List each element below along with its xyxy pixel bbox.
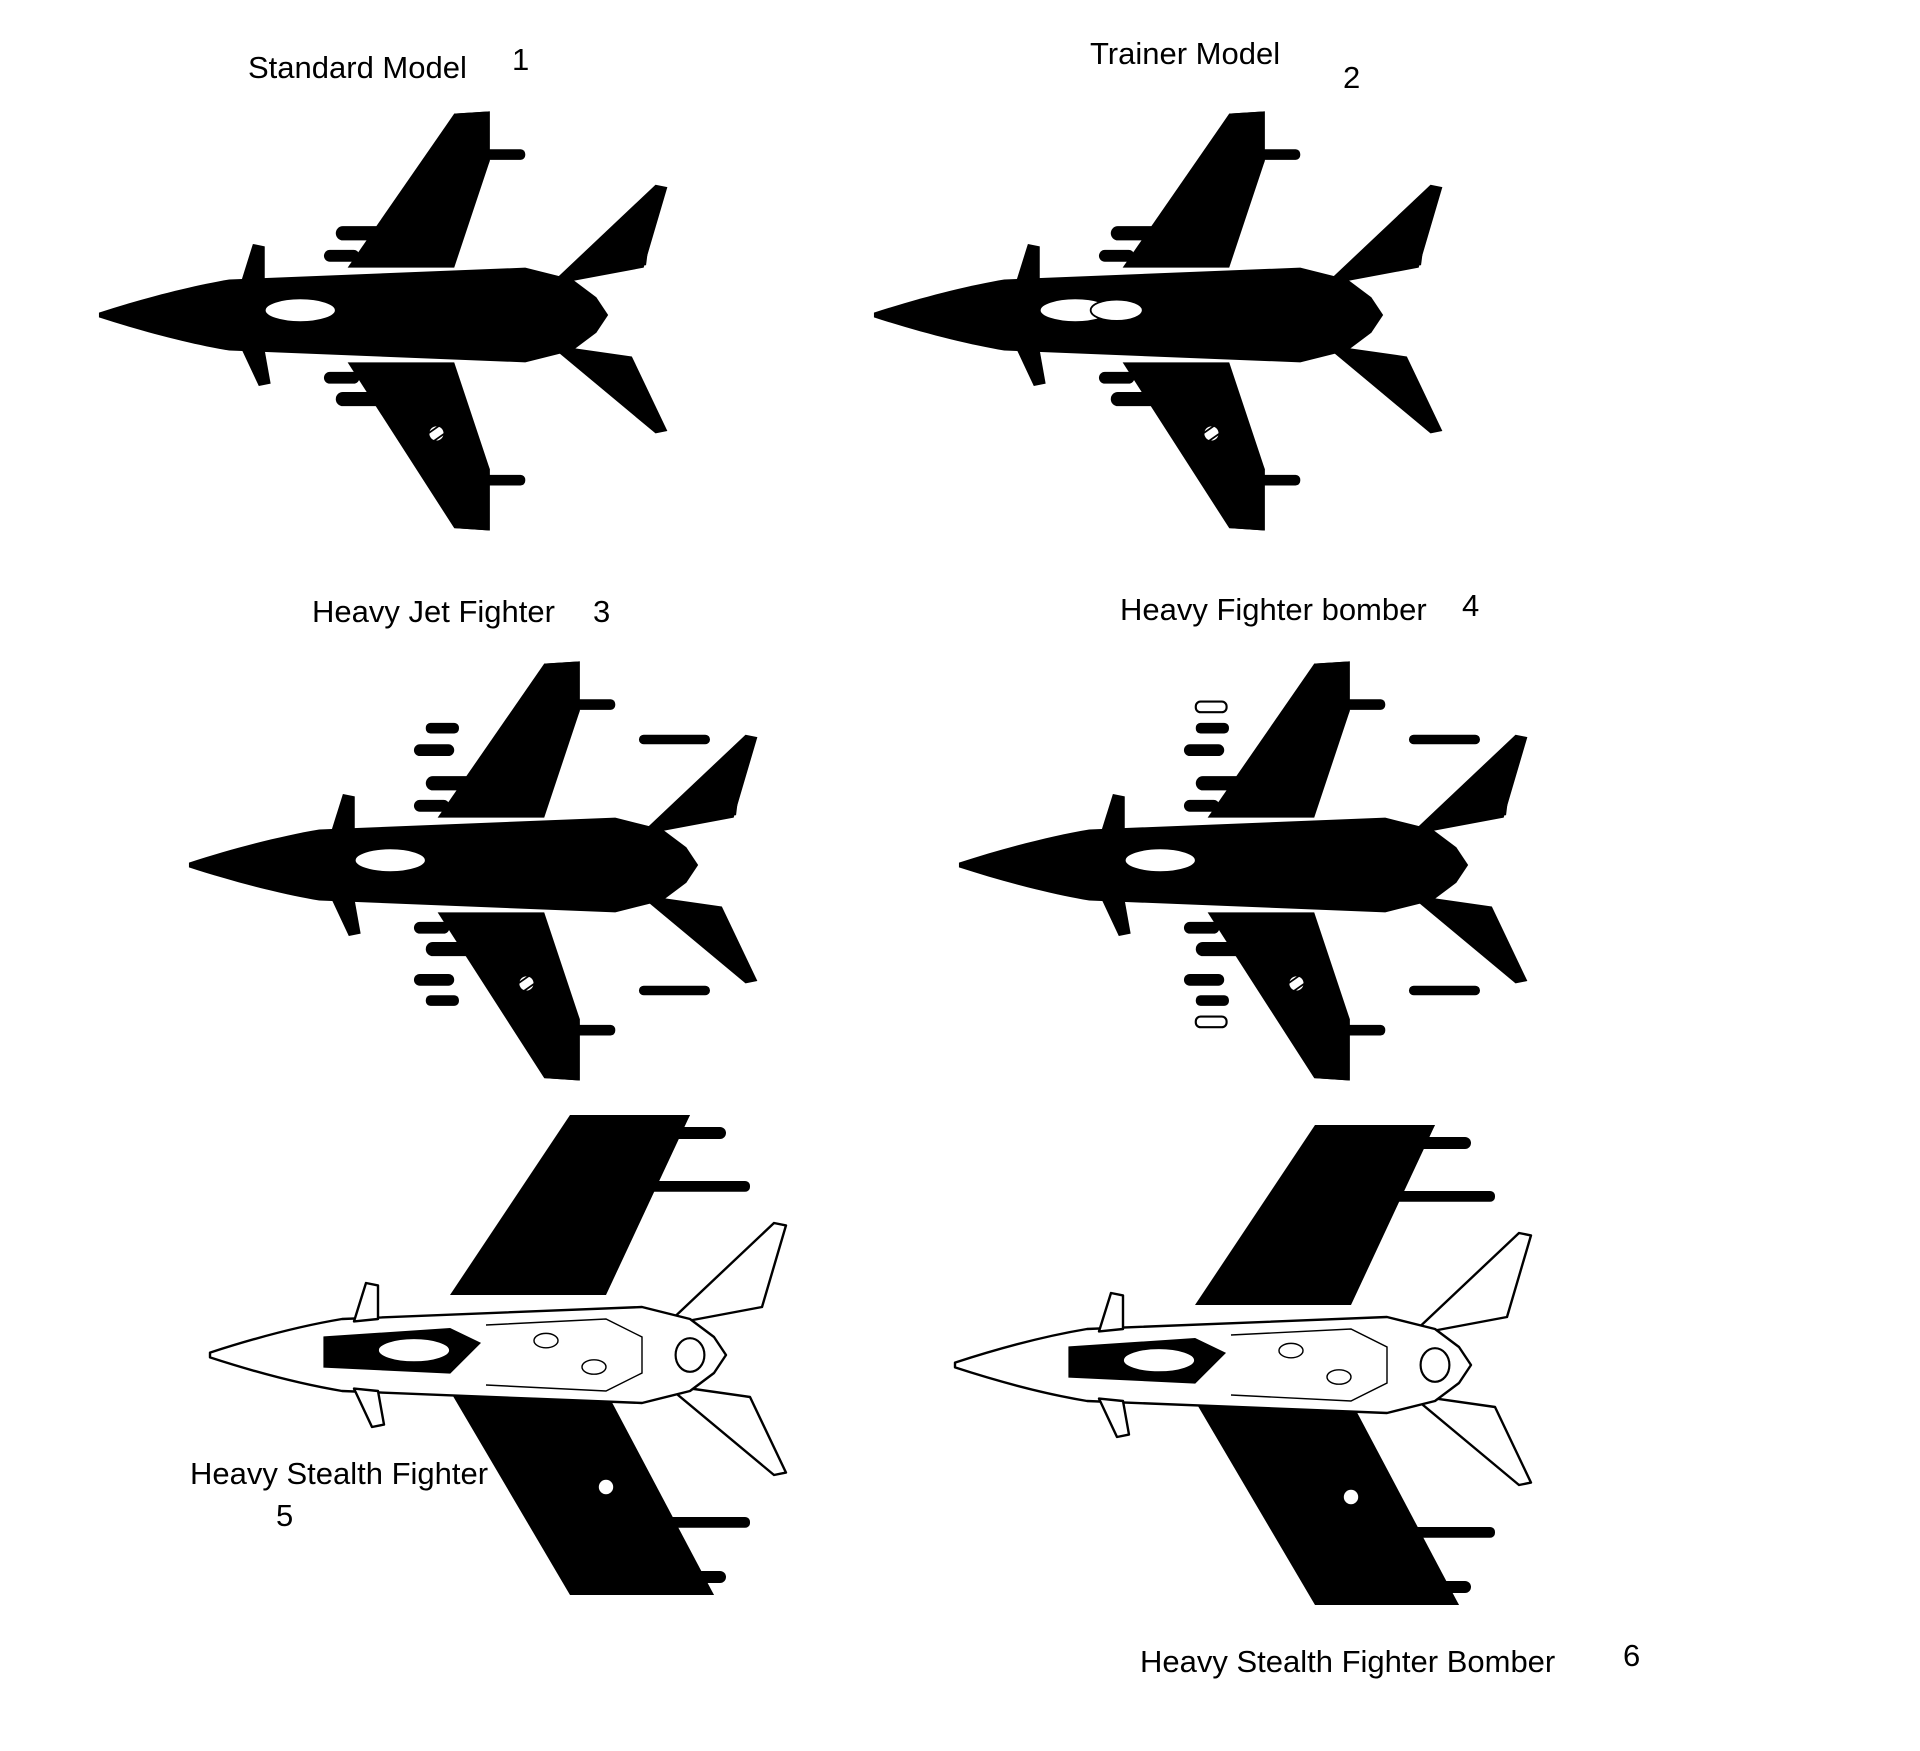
diagram-5-label: Heavy Stealth Fighter	[190, 1456, 489, 1491]
jet-heavy-stealth-fighter-bomber	[953, 1125, 1533, 1605]
jet-standard-model: 105	[98, 110, 669, 532]
diagram-4-label: Heavy Fighter bomber	[1120, 592, 1427, 627]
diagram-2-number: 2	[1343, 60, 1361, 95]
diagram-6-label: Heavy Stealth Fighter Bomber	[1140, 1644, 1556, 1679]
jet-heavy-stealth-fighter	[208, 1115, 788, 1595]
diagram-6-number: 6	[1623, 1638, 1641, 1673]
jet-trainer-model	[873, 110, 1444, 532]
diagram-2-label: Trainer Model	[1090, 36, 1281, 71]
jet-heavy-fighter-bomber	[958, 660, 1529, 1082]
diagram-3-label: Heavy Jet Fighter	[312, 594, 555, 629]
diagram-5-number: 5	[276, 1498, 294, 1533]
fuselage-marking: 105	[354, 333, 376, 348]
diagram-1-number: 1	[512, 42, 530, 77]
diagram-3-number: 3	[593, 594, 611, 629]
diagram-4-number: 4	[1462, 588, 1480, 623]
jet-heavy-jet-fighter	[188, 660, 759, 1082]
diagram-1-label: Standard Model	[248, 50, 467, 85]
